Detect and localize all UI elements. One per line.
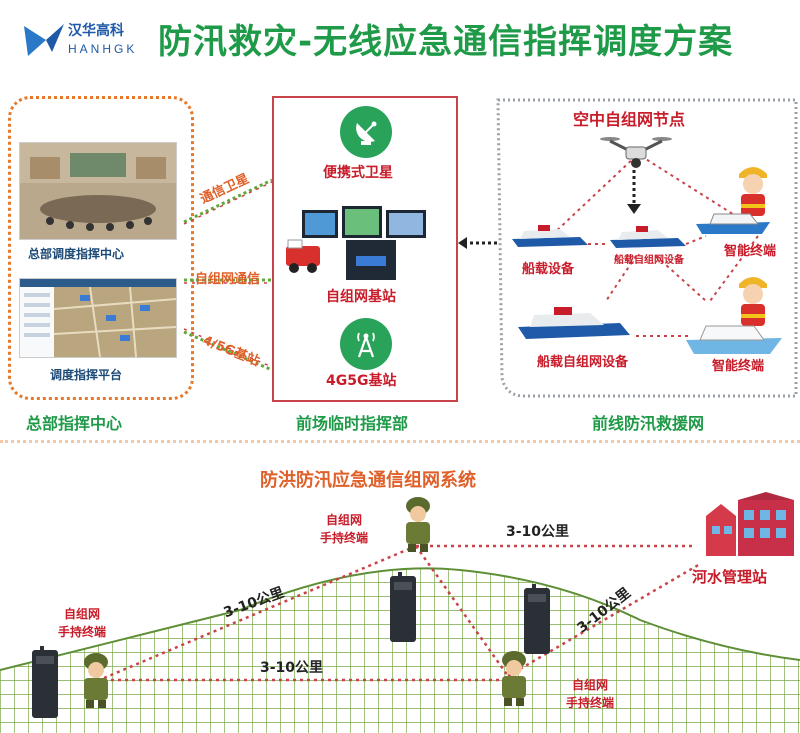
satellite-dish-icon: [340, 106, 392, 158]
jetski-icon-2: [610, 226, 686, 248]
hq-section-label: 总部指挥中心: [26, 414, 123, 433]
cell-tower-icon: [340, 318, 392, 370]
relay-device-icon: [390, 572, 416, 642]
hq-panel: [8, 96, 194, 400]
link-mesh-label: 自组网通信: [195, 272, 261, 287]
terrain-mesh: [0, 567, 800, 733]
cellular-base-label: 4G5G基站: [326, 373, 397, 389]
rescue-section-label: 前线防汛救援网: [592, 414, 705, 433]
brand-logo: 汉华高科 HANHGK: [22, 20, 142, 64]
firefighter-icon-2: [739, 277, 767, 326]
handheld-label-left: 自组网手持终端: [58, 607, 107, 639]
water-station-icon: [706, 492, 794, 556]
distance-label-top: 3-10公里: [506, 524, 570, 540]
hq-dispatch-caption: 总部调度指挥中心: [28, 247, 125, 261]
soldier-icon-top: [406, 497, 430, 552]
section-divider: [0, 440, 800, 443]
logo-mark-icon: [24, 24, 64, 56]
distance-label-bottom: 3-10公里: [260, 660, 324, 676]
drone-icon: [600, 137, 672, 168]
water-station-label: 河水管理站: [692, 568, 768, 586]
jetski-icon: [512, 225, 588, 247]
field-command-panel: [272, 96, 458, 402]
boat-mesh-small-label: 船载自组网设备: [614, 255, 684, 266]
smart-terminal-1-label: 智能终端: [724, 244, 777, 259]
mesh-links-bottom: [103, 544, 701, 682]
dispatch-platform-caption: 调度指挥平台: [50, 368, 123, 382]
smart-terminal-2-label: 智能终端: [712, 359, 765, 374]
mesh-base-label: 自组网基站: [326, 289, 396, 305]
link-lines: [183, 178, 273, 370]
portable-satellite-label: 便携式卫星: [323, 165, 393, 181]
soldier-icon-left: [84, 653, 108, 708]
relay-device-icon-2: [524, 584, 550, 654]
soldier-icon-right: [502, 651, 526, 706]
control-room-image: [19, 142, 177, 240]
rescue-boat-icon: [686, 325, 782, 354]
handheld-label-right: 自组网手持终端: [566, 678, 615, 710]
aerial-node-title: 空中自组网节点: [573, 110, 686, 129]
patrol-boat-icon: [696, 213, 770, 234]
boat-mesh-label: 船载自组网设备: [537, 355, 629, 370]
handheld-label-top: 自组网手持终端: [320, 513, 369, 545]
mesh-base-station-image: [286, 200, 436, 282]
jetski-large-icon: [518, 307, 630, 339]
field-command-section-label: 前场临时指挥部: [296, 414, 409, 433]
logo-cn: 汉华高科: [68, 23, 124, 39]
dispatch-platform-screen: [19, 278, 177, 358]
rescue-network-panel: [496, 98, 798, 398]
firefighter-icon: [739, 167, 767, 216]
page-title: 防汛救灾-无线应急通信指挥调度方案: [158, 22, 734, 62]
network-system-title: 防洪防汛应急通信组网系统: [260, 470, 476, 491]
relay-device-icon-3: [32, 646, 58, 718]
boat-device-label: 船载设备: [522, 262, 575, 277]
logo-en: HANHGK: [68, 42, 138, 56]
arrow-left-icon: [458, 237, 498, 249]
